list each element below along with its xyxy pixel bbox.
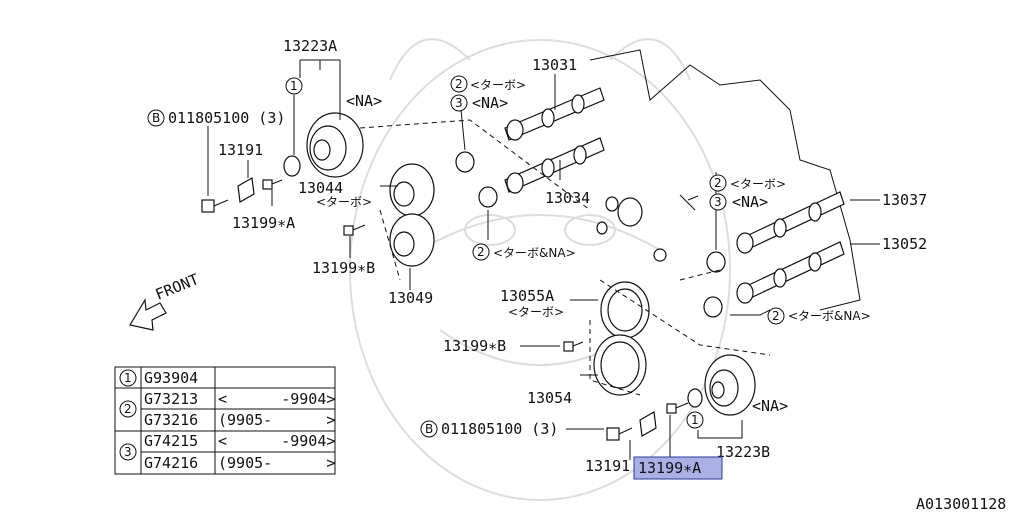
ref-circle-3-top <box>450 94 468 112</box>
highlight-13199A-bot <box>633 456 723 480</box>
ref-num-2-mid: 2 <box>477 245 485 259</box>
legend-range-g73216: (9905- > <box>218 411 335 429</box>
callout-13199A-bot[interactable]: 13199∗A <box>638 459 701 477</box>
ref-num-2-low: 2 <box>772 309 780 323</box>
oil-seal-3 <box>706 251 726 273</box>
camshaft-13034 <box>504 137 605 194</box>
plate-13191-top <box>237 177 255 203</box>
callout-turbo-na-mid: <ターボ&NA> <box>493 246 576 260</box>
legend-ref-circle-3 <box>119 443 137 461</box>
legend-part-g73213: G73213 <box>144 390 198 408</box>
callout-turbo-13055A: <ターボ> <box>508 305 564 319</box>
oil-seal-4 <box>703 296 723 318</box>
bolt-left-lower <box>606 427 633 441</box>
diagram-id: A013001128 <box>916 495 1006 512</box>
legend-part-g93904: G93904 <box>144 369 198 387</box>
ref-num-3-top: 3 <box>455 96 463 110</box>
callout-13044: 13044 <box>298 179 343 197</box>
callout-turbo-right: <ターボ> <box>730 177 786 191</box>
bolt-13199B-top <box>343 224 366 236</box>
callout-13223B: 13223B <box>716 443 770 461</box>
idler-pulley-13049 <box>389 213 435 267</box>
ref-num-1-bot: 1 <box>691 413 699 427</box>
legend-table: 1 G93904 2 G73213 < -9904> G73216 (9905-… <box>114 366 336 475</box>
callout-turbo-na-low: <ターボ&NA> <box>788 309 871 323</box>
callout-na-right: <NA> <box>732 193 768 211</box>
b-circle-top <box>147 109 165 127</box>
callout-13054: 13054 <box>527 389 572 407</box>
legend-range-g74215: < -9904> <box>218 432 335 450</box>
callout-13199A-top: 13199∗A <box>232 214 295 232</box>
plate-13191-bot <box>639 411 657 437</box>
callout-turbo-13044: <ターボ> <box>316 195 372 209</box>
camshaft-13031 <box>504 87 605 141</box>
callout-13191-bot: 13191 <box>585 457 630 475</box>
leader-lines <box>207 59 880 460</box>
front-label: FRONT <box>153 270 202 304</box>
ref-num-3-right: 3 <box>714 195 722 209</box>
timing-belt-13055A <box>600 281 650 339</box>
callout-bolt-top: 011805100 (3) <box>168 109 285 127</box>
callout-13223A: 13223A <box>283 37 337 55</box>
legend-range-g73213: < -9904> <box>218 390 335 408</box>
callout-13049: 13049 <box>388 289 433 307</box>
callout-13199B-top: 13199∗B <box>312 259 375 277</box>
ref-num-1-top: 1 <box>290 79 298 93</box>
callout-13199B-mid: 13199∗B <box>443 337 506 355</box>
callout-13052: 13052 <box>882 235 927 253</box>
cam-sprocket-13223B <box>687 354 756 416</box>
callout-turbo-2-top: <ターボ> <box>470 78 526 92</box>
legend-ref-3: 3 <box>124 445 132 459</box>
legend-part-g73216: G73216 <box>144 411 198 429</box>
ref-circle-2-right <box>709 174 727 192</box>
callout-na-top: <NA> <box>346 92 382 110</box>
legend-part-g74216: G74216 <box>144 454 198 472</box>
cam-plug-parts <box>596 194 699 262</box>
bolt-left-upper <box>201 199 229 213</box>
camshaft-13052 <box>736 241 845 304</box>
callout-13034: 13034 <box>545 189 590 207</box>
callout-13055A: 13055A <box>500 287 554 305</box>
b-circle-bot <box>420 420 438 438</box>
legend-ref-1: 1 <box>124 371 132 385</box>
oil-seal-top <box>455 151 475 173</box>
ref-circle-1-bot <box>686 411 704 429</box>
oil-seal-2 <box>478 186 498 208</box>
cam-sprocket-13223A <box>283 112 364 178</box>
callout-13031: 13031 <box>532 56 577 74</box>
legend-range-g74216: (9905- > <box>218 454 335 472</box>
callout-13037: 13037 <box>882 191 927 209</box>
callout-na-bot: <NA> <box>752 397 788 415</box>
ref-circle-2-low <box>767 307 785 325</box>
timing-belt-13054 <box>593 334 647 396</box>
dashed-guides <box>359 119 771 396</box>
b-mark-bot: B <box>425 422 433 436</box>
b-mark-top: B <box>152 111 160 125</box>
camshaft-13037 <box>736 191 845 254</box>
legend-ref-2: 2 <box>124 402 132 416</box>
ref-num-2-right: 2 <box>714 176 722 190</box>
ref-circle-1-top <box>285 77 303 95</box>
ref-circle-3-right <box>709 193 727 211</box>
bolt-13199A-bot <box>666 402 689 414</box>
legend-ref-circle-2 <box>119 400 137 418</box>
callout-13191-top: 13191 <box>218 141 263 159</box>
legend-part-g74215: G74215 <box>144 432 198 450</box>
front-arrow-icon <box>129 298 167 331</box>
callout-bolt-bot: 011805100 (3) <box>441 420 558 438</box>
ref-circle-2-top <box>450 75 468 93</box>
bolt-13199B-mid <box>563 341 584 352</box>
callout-na-3-top: <NA> <box>472 94 508 112</box>
ref-circle-2-mid <box>472 243 490 261</box>
engine-head-outline <box>589 49 861 311</box>
idler-pulley-13044 <box>389 163 435 217</box>
bolt-13199A-top <box>262 179 283 190</box>
ref-num-2-top: 2 <box>455 77 463 91</box>
legend-ref-circle-1 <box>119 369 137 387</box>
